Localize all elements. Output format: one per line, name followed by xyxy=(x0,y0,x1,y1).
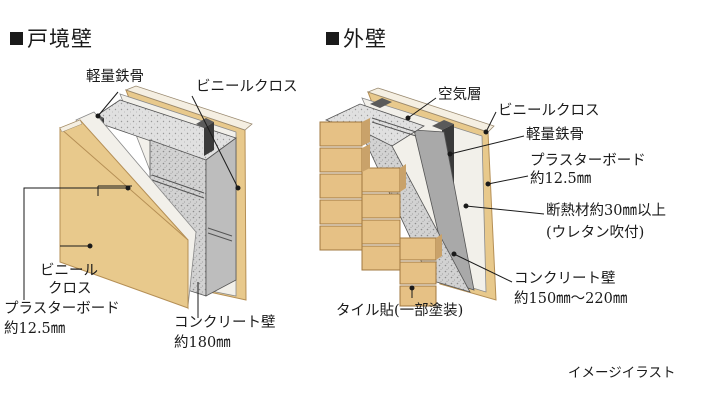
leader-insulation xyxy=(465,205,545,215)
label-plaster-partition-2: 約12.5㎜ xyxy=(4,321,66,337)
label-tile: タイル貼(一部塗装) xyxy=(336,303,464,319)
title-partition-wall: 戸境壁 xyxy=(10,23,93,53)
title-exterior-wall: 外壁 xyxy=(326,23,387,53)
brick-tile-shadows xyxy=(362,118,442,260)
label-vinyl-partition-left-1: ビニール xyxy=(40,263,98,279)
label-concrete-exterior-2: 約150㎜～220㎜ xyxy=(514,291,628,307)
bullet-square-icon xyxy=(10,32,23,45)
label-insulation-1: 断熱材約30㎜以上 xyxy=(546,203,666,219)
label-vinyl-partition-left-2: クロス xyxy=(48,281,92,297)
label-insulation-2: (ウレタン吹付) xyxy=(546,225,645,241)
label-air-layer: 空気層 xyxy=(438,87,482,103)
label-plaster-exterior-2: 約12.5㎜ xyxy=(530,171,592,187)
label-concrete-partition-1: コンクリート壁 xyxy=(174,315,276,331)
leader-lines-left xyxy=(23,91,241,318)
leader-air xyxy=(407,97,437,119)
partition-wall-illustration xyxy=(59,85,253,310)
leader-vinyl-ext xyxy=(485,111,497,133)
label-steel-exterior: 軽量鉄骨 xyxy=(526,127,584,143)
leader-plaster-ext xyxy=(487,175,529,185)
leader-vinyl-right xyxy=(191,95,239,189)
label-plaster-partition-1: プラスターボード xyxy=(4,301,120,317)
image-caption: イメージイラスト xyxy=(568,365,676,381)
leader-concrete-ext xyxy=(453,253,513,283)
leader-plaster-left xyxy=(23,187,128,296)
label-plaster-exterior-1: プラスターボード xyxy=(530,153,646,169)
label-concrete-exterior-1: コンクリート壁 xyxy=(514,271,616,287)
leader-steel-ext xyxy=(449,135,525,155)
label-steel-partition: 軽量鉄骨 xyxy=(86,69,144,85)
label-vinyl-exterior: ビニールクロス xyxy=(498,103,600,119)
bullet-square-icon xyxy=(326,32,339,45)
label-concrete-partition-2: 約180㎜ xyxy=(174,335,231,351)
brick-tiles xyxy=(319,121,437,307)
label-vinyl-partition-right: ビニールクロス xyxy=(196,79,298,95)
leader-lines-right xyxy=(405,97,545,298)
leader-steel-left xyxy=(97,91,119,117)
exterior-wall-illustration xyxy=(319,87,497,307)
